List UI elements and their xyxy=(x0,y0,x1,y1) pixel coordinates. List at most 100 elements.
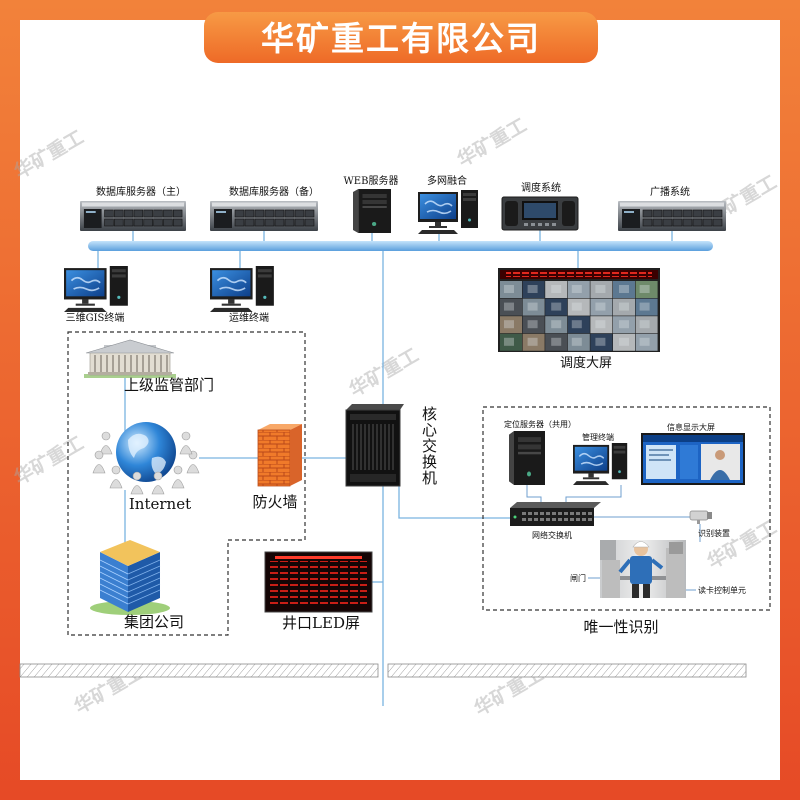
video-wall-tile xyxy=(567,298,590,316)
video-wall-tile-highlight xyxy=(595,337,606,346)
video-wall-tile-highlight xyxy=(551,320,562,329)
video-wall-tile-highlight xyxy=(504,337,514,346)
video-wall-tile-highlight xyxy=(571,302,582,311)
video-wall-tile-highlight xyxy=(504,320,514,329)
video-wall-tile xyxy=(590,333,613,351)
video-wall-tile-highlight xyxy=(551,302,562,311)
video-wall-tile xyxy=(635,333,658,351)
video-wall-tile xyxy=(522,281,545,298)
db-main-server-icon xyxy=(80,201,186,231)
video-wall-tile xyxy=(500,333,522,351)
content-panel xyxy=(20,20,780,780)
banner-title: 华矿重工有限公司 xyxy=(261,19,541,58)
supervision-dept-label: 上级监管部门 xyxy=(124,376,214,394)
db-backup-server-icon xyxy=(210,201,318,231)
video-wall-tile xyxy=(635,298,658,316)
video-wall-tile-highlight xyxy=(595,320,606,329)
led-screen-icon xyxy=(264,551,373,613)
video-wall-tile-highlight xyxy=(527,285,538,293)
db-backup-label: 数据库服务器（备） xyxy=(229,185,319,198)
video-wall-tile-highlight xyxy=(639,302,650,311)
gate-turnstile-icon xyxy=(600,540,686,598)
recognition-device-label: 识别装置 xyxy=(698,528,730,538)
video-wall-tile xyxy=(613,298,635,316)
video-wall-tile xyxy=(635,281,658,298)
video-wall-tile xyxy=(522,333,545,351)
gis-terminal-label: 三维GIS终端 xyxy=(66,311,125,324)
video-wall-tile xyxy=(613,281,635,298)
video-wall-tile-highlight xyxy=(527,302,538,311)
video-wall-tile xyxy=(500,316,522,334)
video-wall-tile xyxy=(545,281,568,298)
broadcast-server-icon xyxy=(618,201,726,231)
ground-hatch-bars xyxy=(19,663,747,678)
video-wall-tile-highlight xyxy=(639,320,650,329)
video-wall-tile-highlight xyxy=(619,302,629,311)
video-wall-tile xyxy=(567,281,590,298)
video-wall-tile-highlight xyxy=(639,285,650,293)
multi-network-label: 多网融合 xyxy=(427,174,467,187)
info-display-screen-icon xyxy=(641,433,745,485)
firewall-icon xyxy=(257,424,302,487)
video-wall-tile xyxy=(545,333,568,351)
card-reader-label: 读卡控制单元 xyxy=(698,585,746,595)
video-wall-tile-highlight xyxy=(527,320,538,329)
db-main-label: 数据库服务器（主） xyxy=(96,185,186,198)
dispatch-console-icon xyxy=(501,196,579,231)
video-wall-tile xyxy=(522,298,545,316)
identification-title: 唯一性识别 xyxy=(583,618,658,636)
core-switch-icon xyxy=(345,404,404,487)
video-wall-tile-highlight xyxy=(551,285,562,293)
video-wall-tile-highlight xyxy=(527,337,538,346)
video-wall-tile xyxy=(590,281,613,298)
video-wall-tile xyxy=(500,298,522,316)
core-switch-label: 核心交换机 xyxy=(420,406,438,486)
video-wall-tile-highlight xyxy=(571,337,582,346)
video-wall-tile-highlight xyxy=(619,337,629,346)
internet-globe-icon xyxy=(92,422,200,495)
ops-terminal-label: 运维终端 xyxy=(229,311,269,324)
group-company-label: 集团公司 xyxy=(124,613,184,631)
broadcast-system-label: 广播系统 xyxy=(650,185,690,198)
network-bus xyxy=(88,241,713,251)
video-wall-tile xyxy=(545,298,568,316)
network-switch-icon xyxy=(510,502,601,526)
management-terminal-label: 管理终端 xyxy=(582,432,614,442)
video-wall-tile-highlight xyxy=(595,285,606,293)
web-server-label: WEB服务器 xyxy=(344,174,399,187)
internet-label: Internet xyxy=(129,495,191,513)
video-wall-tile xyxy=(567,316,590,334)
camera-icon xyxy=(689,510,712,524)
video-wall-tile xyxy=(613,316,635,334)
video-wall-tile xyxy=(522,316,545,334)
gate-label: 闸门 xyxy=(570,573,586,583)
video-wall-tile-highlight xyxy=(551,337,562,346)
video-wall-tile-highlight xyxy=(504,302,514,311)
positioning-server-tower-icon xyxy=(509,431,545,485)
web-server-tower-icon xyxy=(353,189,391,233)
video-wall-tile xyxy=(635,316,658,334)
video-wall-tile-highlight xyxy=(504,285,514,293)
dispatch-wall-label: 调度大屏 xyxy=(560,355,612,371)
video-wall-tile xyxy=(500,281,522,298)
identification-boundary xyxy=(482,406,771,611)
video-wall-tile-highlight xyxy=(595,302,606,311)
video-wall-tile-highlight xyxy=(571,285,582,293)
video-wall-tile xyxy=(613,333,635,351)
group-company-building-icon xyxy=(90,540,170,615)
video-wall-tile-highlight xyxy=(571,320,582,329)
video-wall-tile xyxy=(545,316,568,334)
external-network-boundary xyxy=(67,331,306,636)
info-display-label: 信息显示大屏 xyxy=(667,422,715,432)
video-wall-icon xyxy=(498,268,660,352)
video-wall-tile xyxy=(567,333,590,351)
dispatch-system-label: 调度系统 xyxy=(521,181,561,194)
video-wall-tile-highlight xyxy=(619,320,629,329)
firewall-label: 防火墙 xyxy=(252,493,297,511)
video-wall-tile xyxy=(590,298,613,316)
positioning-server-label: 定位服务器（共用） xyxy=(504,419,576,429)
video-wall-tiles xyxy=(500,281,658,351)
video-wall-tile xyxy=(590,316,613,334)
supervision-building-icon xyxy=(84,339,176,378)
